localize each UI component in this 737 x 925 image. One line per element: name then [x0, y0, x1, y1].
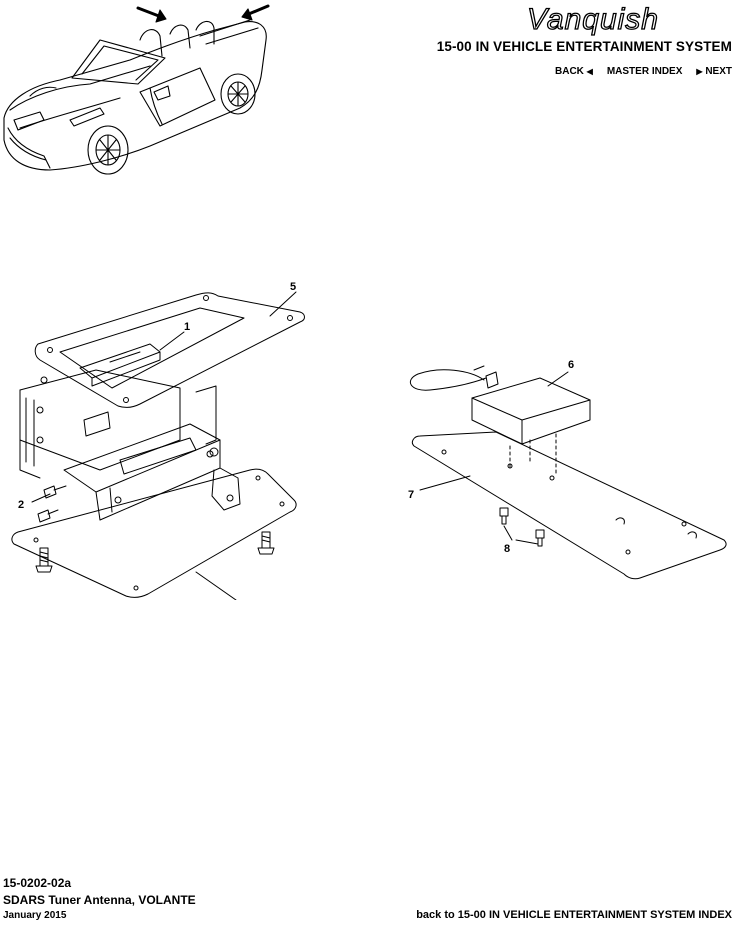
- figure-date: January 2015: [3, 910, 67, 921]
- back-to-index-link[interactable]: back to 15-00 IN VEHICLE ENTERTAINMENT S…: [416, 909, 732, 921]
- figure-code: 15-0202-02a: [3, 876, 72, 890]
- callout-6: 6: [568, 359, 574, 371]
- car-illustration: [3, 4, 270, 175]
- callout-7: 7: [408, 489, 414, 501]
- next-link[interactable]: ▶ NEXT: [696, 66, 732, 77]
- left-triangle-icon: ◀: [586, 67, 593, 76]
- antenna-screws: [499, 507, 545, 547]
- receiver-unit: [19, 369, 181, 479]
- base-plate: [11, 468, 297, 598]
- callout-2: 2: [18, 499, 24, 511]
- logo-text: Vanquish: [527, 4, 659, 36]
- callout-8: 8: [504, 543, 510, 555]
- gasket-frame: [34, 292, 305, 408]
- callout-5: 5: [290, 281, 296, 293]
- screws: [35, 485, 275, 573]
- right-triangle-icon: ▶: [696, 67, 703, 76]
- antenna-plate: [411, 431, 727, 580]
- vanquish-logo: Vanquish: [526, 4, 659, 36]
- next-label: NEXT: [705, 66, 732, 77]
- figure-title: SDARS Tuner Antenna, VOLANTE: [3, 893, 196, 907]
- nav-bar: BACK ◀ MASTER INDEX ▶ NEXT: [555, 66, 732, 77]
- callout-1: 1: [184, 321, 190, 333]
- callout-3: 3: [236, 599, 242, 600]
- back-label: BACK: [555, 66, 584, 77]
- back-link[interactable]: BACK ◀: [555, 66, 593, 77]
- exploded-diagram: 1 2 3 4 5 6 7 8: [11, 281, 727, 600]
- master-index-link[interactable]: MASTER INDEX: [606, 66, 683, 77]
- section-title: 15-00 IN VEHICLE ENTERTAINMENT SYSTEM: [436, 39, 732, 54]
- mounting-bracket: [63, 385, 241, 521]
- leader-lines: [31, 291, 569, 600]
- antenna-unit: [409, 365, 591, 477]
- tuner-module: [79, 343, 161, 387]
